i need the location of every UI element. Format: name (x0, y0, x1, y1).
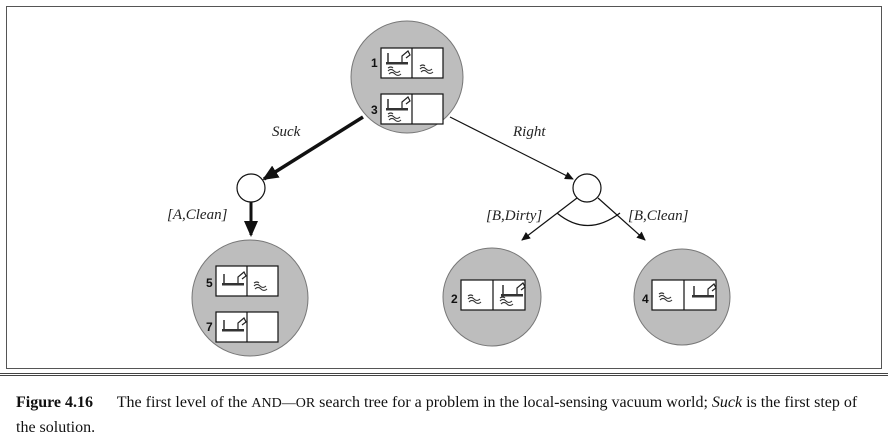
suck-edge (262, 115, 364, 181)
state-node-b-clean: 4 (633, 248, 731, 346)
caption-text: is the first step of the solution. (16, 394, 858, 436)
state-number: 1 (371, 56, 378, 70)
right-edge (449, 116, 574, 180)
figure-label: Figure 4.16 (16, 394, 94, 411)
caption-and-or: AND—OR (251, 396, 316, 411)
state-number: 5 (206, 276, 213, 290)
state-node-root: 1 3 (350, 20, 464, 134)
figure-frame (6, 6, 882, 369)
state-node-b-dirty: 2 (442, 247, 542, 347)
or-node-suck (236, 173, 266, 203)
caption-rule (0, 373, 888, 376)
right-action-label: Right (512, 124, 546, 140)
and-arc (556, 212, 621, 226)
b-clean-outcome-label: [B,Clean] (628, 208, 689, 224)
b-dirty-edge (521, 197, 578, 241)
caption-text: search tree for a problem in the local-s… (319, 394, 708, 411)
figure-caption: Figure 4.16 The first level of the AND—O… (16, 391, 876, 440)
b-clean-edge (597, 197, 646, 241)
or-node-right (572, 173, 602, 203)
caption-suck: Suck (711, 394, 743, 411)
and-or-tree-diagram: 1 3 5 7 2 4 Suck Right [A,Clean] (167, 20, 731, 357)
state-node-suck-result: 5 7 (191, 239, 309, 357)
b-dirty-outcome-label: [B,Dirty] (486, 208, 542, 224)
caption-text: The first level of the (116, 394, 248, 411)
a-clean-outcome-label: [A,Clean] (167, 207, 228, 223)
suck-action-label: Suck (272, 124, 301, 140)
state-number: 2 (451, 292, 458, 306)
state-number: 3 (371, 103, 378, 117)
state-number: 7 (206, 320, 213, 334)
state-number: 4 (642, 292, 649, 306)
